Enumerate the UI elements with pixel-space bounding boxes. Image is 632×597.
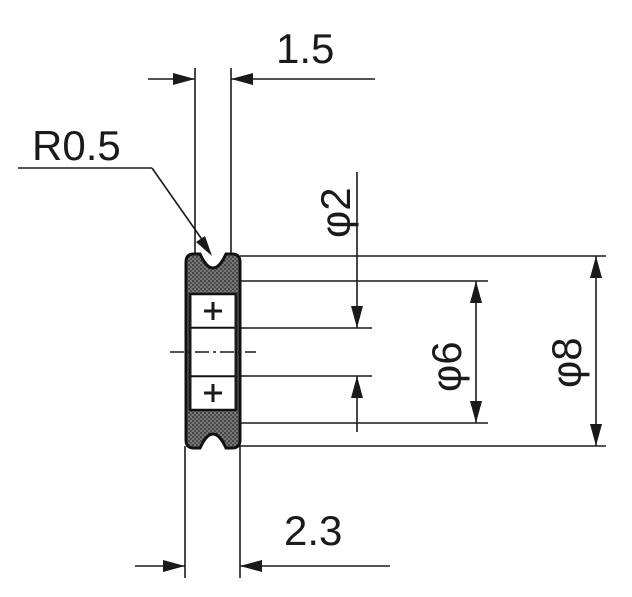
total-width-label: 2.3 (284, 507, 342, 554)
outer-diameter-label: φ8 (543, 337, 590, 388)
total-width-dimension: 2.3 (135, 446, 390, 578)
ball-lower (204, 384, 222, 402)
inner-diameter-label: φ6 (423, 341, 470, 392)
ball-upper (204, 302, 222, 320)
extension-lines (240, 255, 606, 447)
groove-radius-callout: R0.5 (18, 122, 212, 256)
groove-radius-label: R0.5 (32, 122, 121, 169)
pulley-cross-section (170, 252, 256, 450)
outer-diameter-dimension: φ8 (543, 256, 602, 446)
bore-diameter-label: φ2 (312, 187, 359, 238)
inner-diameter-dimension: φ6 (423, 281, 482, 423)
groove-width-label: 1.5 (276, 25, 334, 72)
groove-width-dimension: 1.5 (148, 25, 375, 262)
bore-diameter-dimension: φ2 (312, 172, 363, 432)
